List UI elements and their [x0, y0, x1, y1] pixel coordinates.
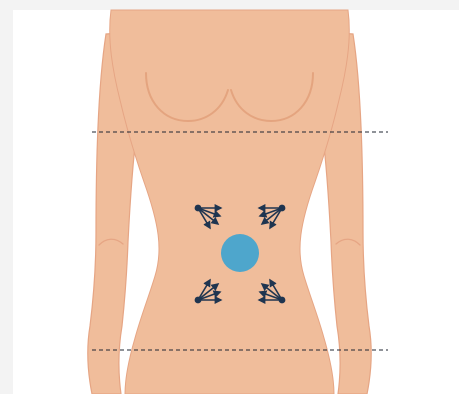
blue-dot-icon — [221, 234, 259, 272]
torso — [110, 10, 350, 394]
